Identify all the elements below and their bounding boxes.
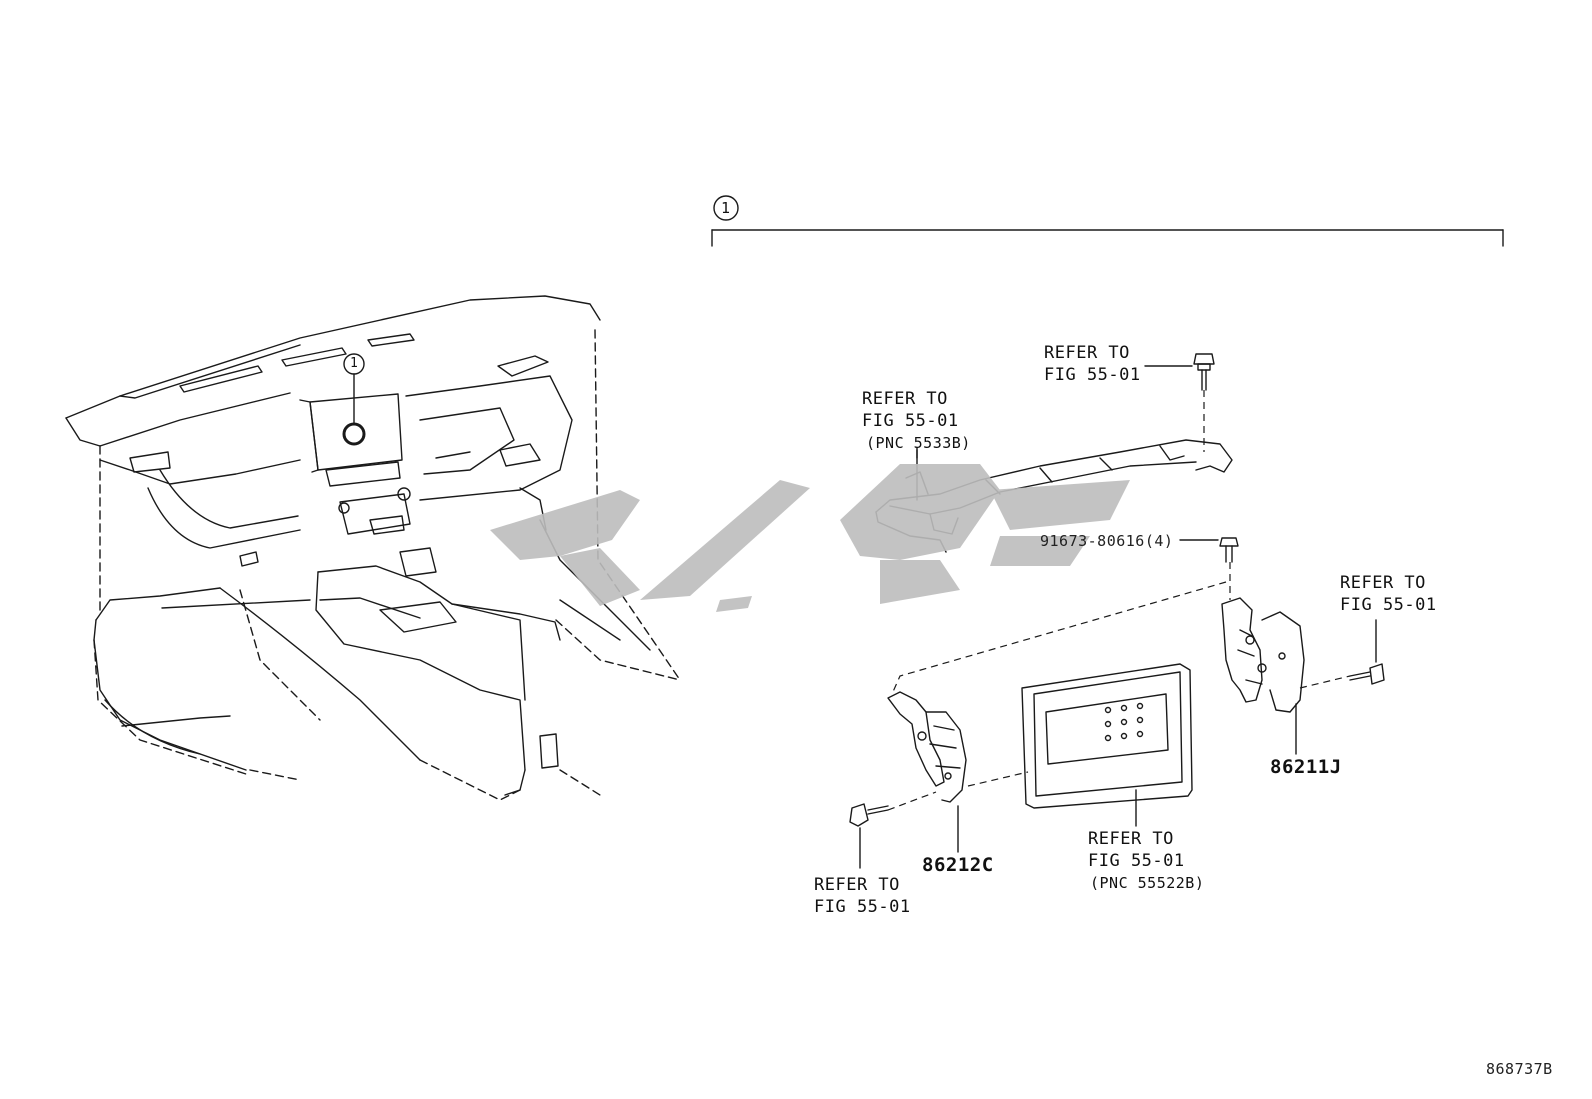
left-bracket-part: [887, 691, 967, 853]
top-bolt: [1144, 353, 1215, 391]
display-panel: [1021, 663, 1193, 827]
refer-right-line2: FIG 55-01: [1340, 595, 1437, 615]
group-bracket: [711, 195, 1504, 247]
part-number-86211j: 86211J: [1270, 756, 1342, 778]
watermark-logo: [490, 464, 1130, 612]
group-callout-number: 1: [721, 199, 731, 217]
refer-right-line1: REFER TO: [1340, 573, 1426, 593]
refer-left-line3: (PNC 5533B): [866, 434, 971, 452]
assembly-lines: [887, 390, 1351, 811]
refer-display-line2: FIG 55-01: [1088, 851, 1185, 871]
refer-bottom-left-line2: FIG 55-01: [814, 897, 911, 917]
right-bracket-part: [1221, 597, 1305, 755]
dashboard-hidden-lines: [93, 329, 681, 801]
refer-top-line2: FIG 55-01: [1044, 365, 1141, 385]
bracket-bolt: [1179, 537, 1239, 563]
refer-display-line3: (PNC 55522B): [1090, 874, 1205, 892]
dashboard-callout-number: 1: [350, 356, 359, 371]
illustration-code: 868737B: [1486, 1060, 1553, 1078]
right-screw: [1349, 619, 1385, 685]
refer-left-line1: REFER TO: [862, 389, 948, 409]
bolt-part-number: 91673-80616(4): [1040, 532, 1174, 550]
refer-left-line2: FIG 55-01: [862, 411, 959, 431]
dashboard-callout: [342, 353, 366, 446]
refer-bottom-left-line1: REFER TO: [814, 875, 900, 895]
refer-top-line1: REFER TO: [1044, 343, 1130, 363]
part-number-86212c: 86212C: [922, 854, 994, 876]
left-screw: [849, 803, 889, 869]
dashboard-overview-illustration: [65, 295, 651, 796]
refer-display-line1: REFER TO: [1088, 829, 1174, 849]
